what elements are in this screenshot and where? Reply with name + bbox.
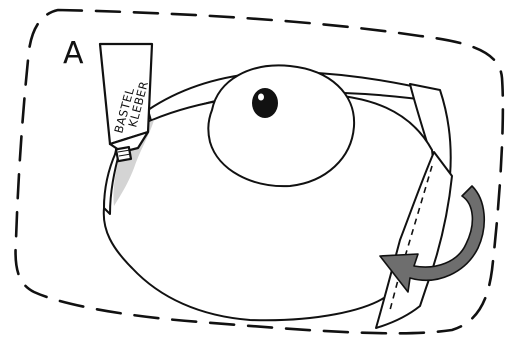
step-label: A (63, 36, 84, 71)
eye-highlight (258, 94, 264, 101)
fish-paper-piece (104, 65, 452, 328)
eye-outline (208, 65, 354, 186)
eye-pupil (252, 88, 278, 118)
